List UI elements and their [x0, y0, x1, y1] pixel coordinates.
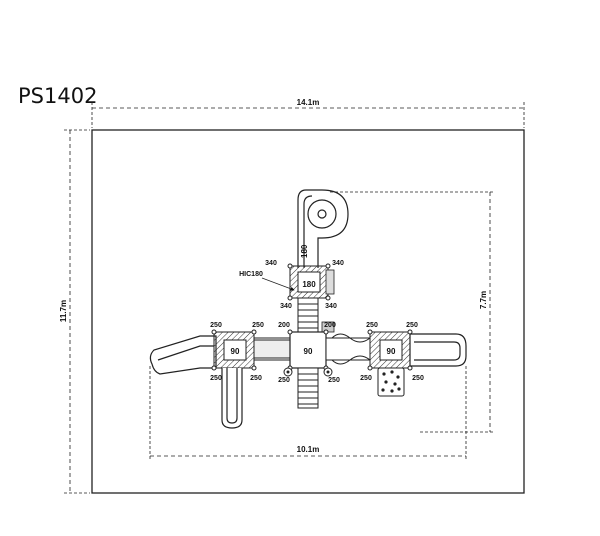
label-250-rbl: 250 — [360, 375, 372, 382]
tower-center — [287, 329, 329, 371]
bridge-left — [253, 337, 291, 361]
safety-zone — [91, 129, 525, 494]
label-250-cbl: 250 — [278, 377, 290, 384]
label-250-rtl: 250 — [366, 322, 378, 329]
slide-height-label: 180 — [300, 244, 309, 258]
label-250-rtr: 250 — [406, 322, 418, 329]
label-250-ltl: 250 — [210, 322, 222, 329]
label-250-lbr: 250 — [250, 375, 262, 382]
equipment-depth-label: 7.7m — [479, 291, 488, 309]
slide-right — [409, 333, 467, 367]
tower-top-height: 180 — [302, 280, 316, 289]
slide-left — [149, 335, 217, 375]
gear-accessory-right — [323, 367, 333, 377]
climbing-wall — [377, 367, 405, 397]
dimension-overall-depth: 11.7m — [59, 129, 90, 494]
label-200-cr: 200 — [324, 322, 336, 329]
label-250-rbr: 250 — [412, 375, 424, 382]
slide-left-down — [221, 368, 243, 429]
label-340-br: 340 — [325, 303, 337, 310]
overall-depth-label: 11.7m — [59, 300, 68, 322]
dimension-equipment-depth: 7.7m — [330, 191, 494, 433]
bridge-right — [325, 333, 371, 365]
hic-label: HIC180 — [239, 271, 263, 278]
ladder-lower — [297, 367, 319, 409]
tower-left-height: 90 — [231, 347, 240, 356]
hic-leader — [261, 277, 295, 291]
tower-top — [287, 263, 335, 301]
tower-right-height: 90 — [387, 347, 396, 356]
dimension-equipment-width: 10.1m — [149, 366, 467, 460]
label-200-cl: 200 — [278, 322, 290, 329]
spiral-slide — [297, 189, 349, 268]
label-340-bl: 340 — [280, 303, 292, 310]
gear-accessory-left — [283, 367, 293, 377]
equipment-width-label: 10.1m — [297, 445, 320, 454]
label-250-ltr: 250 — [252, 322, 264, 329]
dimension-overall-width: 14.1m — [91, 98, 525, 128]
label-340-tr: 340 — [332, 260, 344, 267]
label-250-lbl: 250 — [210, 375, 222, 382]
label-250-cbr: 250 — [328, 377, 340, 384]
ladder-upper — [297, 297, 319, 333]
tower-center-height: 90 — [304, 347, 313, 356]
overall-width-label: 14.1m — [297, 98, 320, 107]
label-340-tl: 340 — [265, 260, 277, 267]
plan-title: PS1402 — [18, 84, 98, 108]
